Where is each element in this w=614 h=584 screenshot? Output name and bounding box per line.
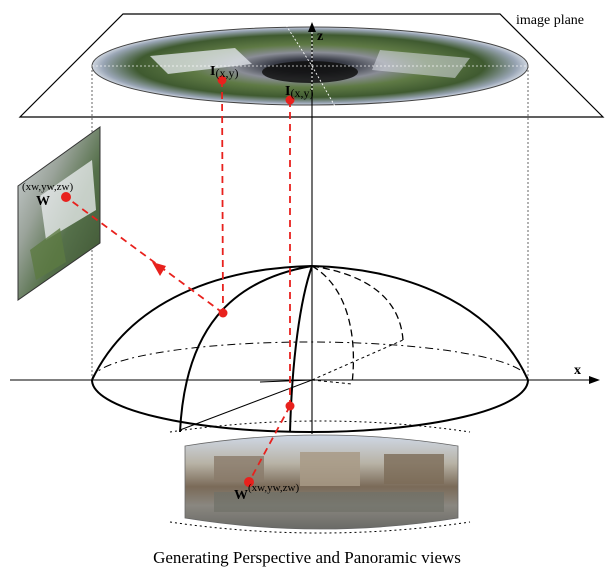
point-W-perspective bbox=[61, 192, 71, 202]
perspective-image bbox=[17, 126, 101, 301]
hemisphere bbox=[91, 264, 529, 433]
x-axis-label: x bbox=[574, 363, 581, 378]
ray-hemisphere-to-perspective bbox=[65, 196, 224, 314]
points bbox=[61, 75, 295, 487]
projection-rays bbox=[65, 79, 291, 483]
image-plane bbox=[18, 13, 605, 118]
label-W-perspective-coords: (xw,yw,zw) bbox=[22, 181, 73, 193]
figure-caption: Generating Perspective and Panoramic vie… bbox=[153, 548, 461, 567]
ray-panorama-to-W bbox=[248, 405, 291, 483]
point-hemisphere-2 bbox=[285, 401, 295, 411]
point-hemisphere-1 bbox=[218, 308, 228, 318]
label-I-2: I(x,y) bbox=[285, 84, 313, 100]
label-W-perspective: W bbox=[36, 194, 50, 209]
point-I-fisheye-1 bbox=[217, 75, 227, 85]
point-W-panorama bbox=[244, 477, 254, 487]
label-W-panorama: W(xw,yw,zw) bbox=[234, 482, 299, 503]
label-I-1: I(x,y) bbox=[210, 64, 238, 80]
z-axis-label: z bbox=[317, 29, 323, 44]
panoramic-image bbox=[169, 420, 471, 534]
ray-image-to-hemisphere bbox=[221, 79, 224, 314]
point-I-fisheye-2 bbox=[285, 95, 295, 105]
image-plane-label: image plane bbox=[516, 13, 584, 28]
ray-arrow-head bbox=[152, 262, 166, 276]
